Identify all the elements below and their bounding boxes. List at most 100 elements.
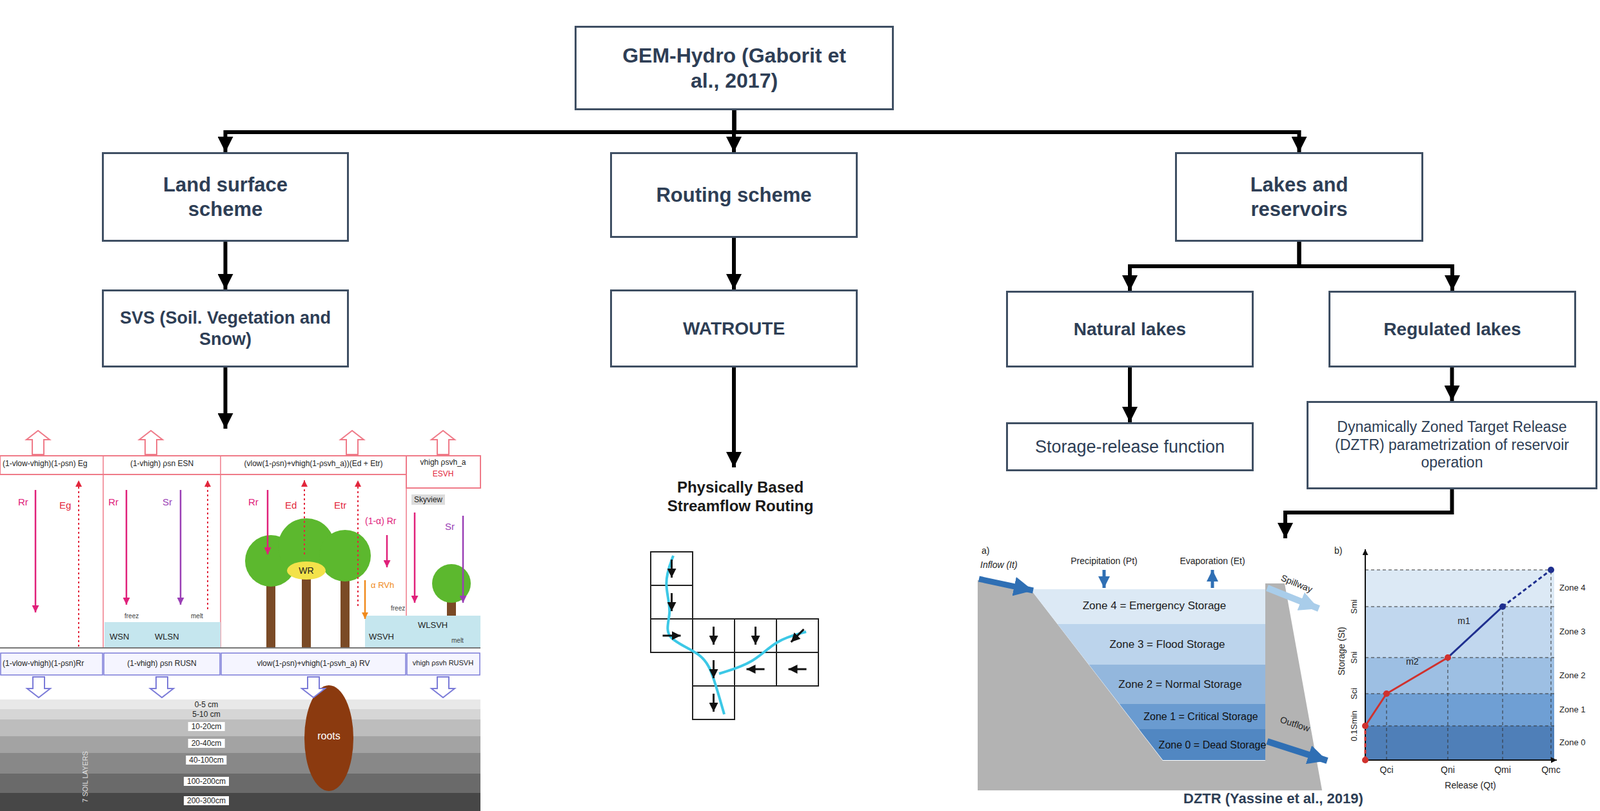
zone-band (1365, 570, 1555, 607)
flow-direction-arrow (712, 660, 715, 679)
soil-layer (0, 736, 481, 754)
soil-layer (0, 793, 481, 811)
figure-label: vhigh ρsvh_a (420, 457, 467, 467)
curve-point (1547, 566, 1555, 574)
figure-label: Release (Qt) (1444, 780, 1496, 792)
figure-label: Zone 0 (1559, 737, 1586, 749)
flux-block-arrow (431, 430, 455, 455)
zone-boundary (1365, 570, 1557, 571)
flow-direction-arrow (791, 629, 805, 643)
flux-block-arrow (301, 677, 326, 698)
process-box: Regulated lakes (1328, 290, 1577, 368)
figure-label: Physically Based Streamflow Routing (666, 478, 815, 516)
soil-layer (0, 719, 481, 737)
box-label: Land surface scheme (151, 172, 300, 221)
process-box: SVS (Soil. Vegetation and Snow) (101, 289, 349, 368)
flux-arrow (414, 512, 416, 603)
figure-label: vhigh ρsvh RUSVH (412, 659, 474, 668)
figure-label: Etr (334, 499, 347, 512)
process-box: Storage-release function (1006, 422, 1254, 472)
grid-cell (692, 686, 735, 720)
column-divider (102, 455, 104, 649)
figure-label: (1-α) Rr (365, 515, 397, 527)
figure-label: Smi (1349, 599, 1360, 614)
flux-block-arrow (150, 677, 174, 698)
process-box: Lakes and reservoirs (1175, 152, 1424, 242)
figure-label: 0-5 cm (194, 700, 219, 710)
figure-label: roots (317, 730, 341, 743)
flow-direction-arrow (788, 668, 807, 671)
tree-crown (319, 530, 371, 582)
zone-boundary (1365, 606, 1557, 608)
flux-arrow (125, 490, 128, 605)
figure-label: a) (981, 545, 990, 557)
pointer-arrow (223, 367, 228, 429)
figure-label: (1-vlow-vhigh)(1-ρsn) Eg (2, 459, 88, 469)
curve-point (1444, 654, 1452, 662)
process-box: GEM-Hydro (Gaborit et al., 2017) (574, 25, 894, 111)
figure-label: 200-300cm (183, 796, 229, 806)
figure-label: Sr (444, 521, 455, 533)
flux-arrow (266, 490, 269, 555)
outflow-arrow (1267, 741, 1328, 761)
evaporation-arrow (357, 480, 359, 607)
process-box: Natural lakes (1006, 290, 1254, 368)
storage-zone (1089, 664, 1266, 705)
figure-label: 7 SOIL LAYERS (81, 751, 90, 803)
interception-reservoir (286, 561, 326, 580)
figure-label: Zone 2 (1559, 670, 1586, 682)
zone-band (1365, 726, 1555, 761)
figure-label: m2 (1405, 656, 1419, 668)
column-divider (219, 455, 222, 649)
flux-arrow (34, 490, 37, 613)
figure-label: Zone 1 (1559, 704, 1586, 716)
flux-band (406, 455, 481, 489)
box-label: WATROUTE (682, 317, 785, 340)
zone-boundary (1365, 693, 1557, 695)
release-gridline (1386, 693, 1388, 761)
flux-arrow (364, 580, 367, 620)
evaporation-arrow (303, 480, 306, 555)
figure-label: Zone 4 (1559, 582, 1586, 594)
flux-band (0, 455, 407, 475)
figure-label: Zone 4 = Emergency Storage (1082, 599, 1227, 613)
figure-label: Skyview (411, 494, 445, 505)
storage-zone (1119, 704, 1266, 730)
zone-boundary (1365, 726, 1557, 727)
flux-arrow (462, 515, 465, 603)
figure-label: DZTR (Yassine et al., 2019) (1183, 790, 1364, 808)
zone-band (1365, 657, 1555, 694)
inflow-arrow (978, 579, 1034, 591)
box-label: GEM-Hydro (Gaborit et al., 2017) (621, 43, 848, 93)
figure-label: melt (451, 637, 464, 645)
rule-curve (1365, 657, 1448, 727)
grid-cell (692, 619, 735, 653)
connector-arrow (734, 110, 1300, 153)
figure-label: Zone 1 = Critical Storage (1143, 710, 1258, 723)
runoff-band (0, 653, 103, 676)
figure-label: melt (190, 612, 204, 621)
flux-block-arrow (431, 677, 455, 698)
connector-arrow (731, 237, 736, 290)
figure-label: WLSN (154, 632, 180, 643)
grid-cell (650, 585, 693, 620)
process-box: WATROUTE (610, 289, 858, 368)
evaporation-arrow (78, 480, 80, 647)
box-label: SVS (Soil. Vegetation and Snow) (116, 307, 336, 350)
figure-label: Precipitation (Pt) (1070, 555, 1137, 567)
figure-label: ESVH (432, 469, 455, 479)
figure-label: Zone 3 (1559, 626, 1586, 638)
figure-label: 10-20cm (188, 722, 226, 732)
connector-arrow (1299, 241, 1453, 291)
snow-pack (104, 622, 221, 649)
figure-label: Zone 0 = Dead Storage (1158, 739, 1267, 752)
runoff-band (221, 653, 406, 676)
figure-label: 0.1Smin (1349, 710, 1360, 742)
curve-point (1383, 690, 1390, 698)
figure-label: freez (390, 604, 405, 613)
box-label: Storage-release function (1035, 436, 1225, 458)
box-label: Lakes and reservoirs (1225, 172, 1374, 221)
figure-label: α RVh (370, 580, 395, 591)
precipitation-arrow (1102, 570, 1107, 589)
figure-label: WSN (109, 632, 129, 643)
